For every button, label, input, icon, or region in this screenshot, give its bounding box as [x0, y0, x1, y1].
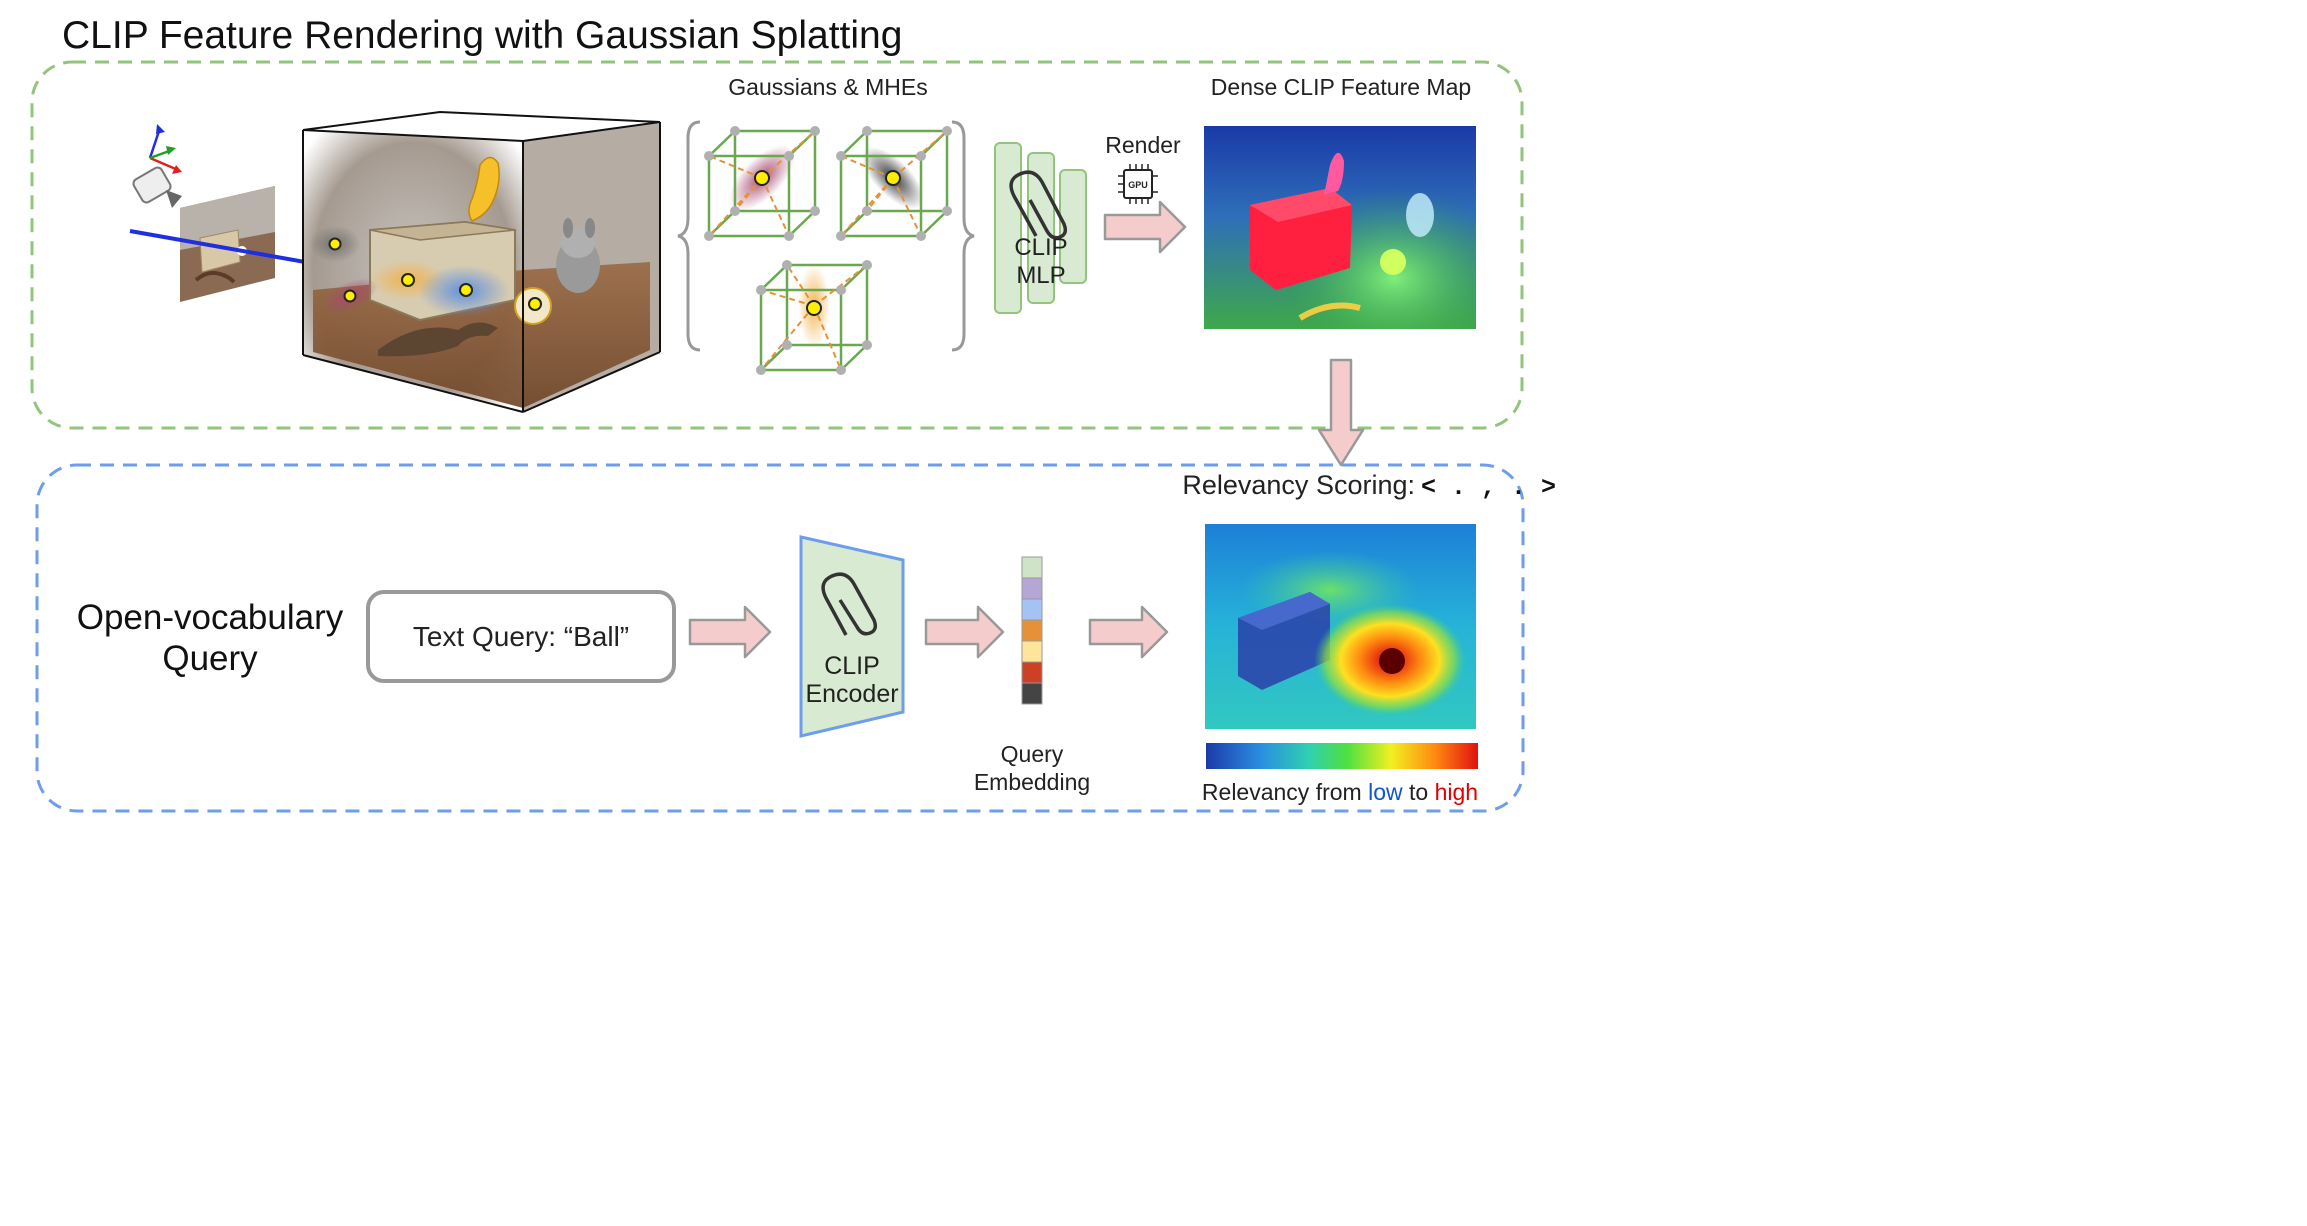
- relevancy-colorbar: [1206, 743, 1478, 769]
- legend-high: high: [1435, 779, 1478, 805]
- hash-cube-1: [704, 126, 820, 241]
- embedding-cell: [1021, 661, 1043, 684]
- feature-map-label: Dense CLIP Feature Map: [1211, 74, 1471, 100]
- relevancy-legend: Relevancy from low to high: [1202, 779, 1478, 805]
- embedding-cell: [1021, 598, 1043, 621]
- clip-encoder-label-clip: CLIP: [824, 652, 880, 680]
- legend-low: low: [1368, 779, 1403, 805]
- encoder-to-embedding-arrow: [924, 605, 1005, 659]
- camera-axes-icon: [148, 124, 182, 174]
- query-embedding-vector: [1021, 556, 1043, 705]
- hash-cube-3: [756, 260, 872, 375]
- camera-icon: [132, 166, 182, 208]
- feature-map-image: [1204, 126, 1476, 329]
- relevancy-scoring-label: Relevancy Scoring:: [1182, 470, 1415, 500]
- toy-bunny: [556, 218, 600, 293]
- relevancy-map-image: [1205, 524, 1476, 729]
- render-arrow: [1103, 200, 1187, 254]
- image-plane: [180, 186, 275, 302]
- clip-mlp-label-clip: CLIP: [1014, 234, 1067, 261]
- gpu-chip-icon: GPU: [1118, 164, 1158, 204]
- query-heading-line2: Query: [162, 639, 258, 678]
- render-label: Render: [1105, 132, 1181, 158]
- clip-encoder-block: CLIP Encoder: [799, 535, 905, 738]
- query-embedding-label-line1: Query: [1001, 741, 1064, 767]
- legend-mid: to: [1403, 779, 1435, 805]
- embedding-cell: [1021, 556, 1043, 579]
- gpu-chip-text: GPU: [1128, 180, 1148, 190]
- embedding-cell: [1021, 619, 1043, 642]
- scoring-arrow: [1317, 358, 1365, 467]
- gaussians-mhes-label: Gaussians & MHEs: [728, 74, 927, 100]
- query-embedding-label-line2: Embedding: [974, 769, 1090, 795]
- right-brace: [951, 120, 975, 352]
- bottom-panel-border: [35, 463, 1525, 813]
- clip-encoder-label-encoder: Encoder: [805, 680, 898, 708]
- gaussian-centers: [328, 237, 542, 311]
- paperclip-icon: [821, 572, 878, 636]
- top-panel-border: [30, 60, 1524, 430]
- clip-mlp-block: CLIP MLP: [994, 142, 1087, 314]
- toy-dinosaur: [378, 322, 498, 357]
- embedding-cell: [1021, 682, 1043, 705]
- scene-cube: [302, 110, 661, 413]
- relevancy-scoring-symbol: < . , . >: [1421, 473, 1556, 502]
- query-to-encoder-arrow: [688, 605, 772, 659]
- left-brace: [677, 120, 701, 352]
- hash-cube-2: [836, 126, 952, 241]
- page-title: CLIP Feature Rendering with Gaussian Spl…: [62, 14, 902, 57]
- embedding-to-relevancy-arrow: [1088, 605, 1169, 659]
- text-query-value: Text Query: “Ball”: [413, 621, 629, 652]
- query-heading-line1: Open-vocabulary: [77, 598, 344, 637]
- rubber-chicken: [468, 156, 500, 222]
- legend-prefix: Relevancy from: [1202, 779, 1368, 805]
- embedding-cell: [1021, 640, 1043, 663]
- clip-mlp-label-mlp: MLP: [1016, 262, 1065, 289]
- text-query-box: [366, 590, 676, 683]
- embedding-cell: [1021, 577, 1043, 600]
- paperclip-icon: [1009, 170, 1068, 240]
